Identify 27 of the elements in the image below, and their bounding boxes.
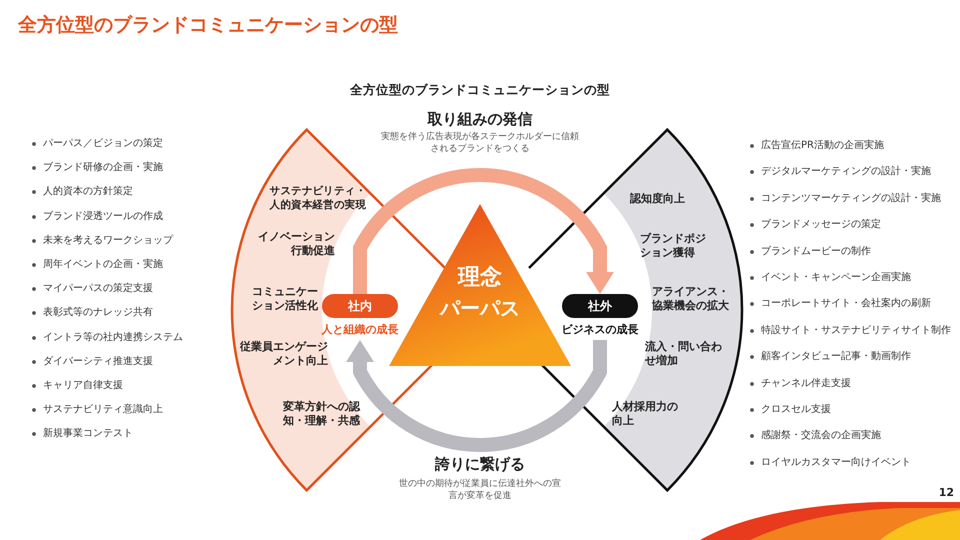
curved-arrow <box>353 168 614 294</box>
sector-label: 従業員エンゲージメント向上 <box>240 340 328 368</box>
list-item: 未来を考えるワークショップ <box>30 234 173 248</box>
sector-label: コミュニケーション活性化 <box>252 285 318 313</box>
caption-text: 人と組織の成長 <box>322 322 398 337</box>
sector-label: ブランドポジション獲得 <box>640 232 706 260</box>
page-title: 全方位型のブランドコミュニケーションの型 <box>18 13 398 38</box>
caption-text: ビジネスの成長 <box>562 322 638 337</box>
sector-label: 流入・問い合わせ増加 <box>645 340 722 368</box>
sector-label: 認知度向上 <box>630 192 686 206</box>
subheading-text: 全方位型のブランドコミュニケーションの型 <box>349 82 611 99</box>
sector-label: イノベーション行動促進 <box>258 230 335 258</box>
category-badge: 社内 <box>322 294 398 318</box>
edge-label: 誇りに繋げる <box>434 455 526 474</box>
sector-label: アライアンス・協業機会の拡大 <box>652 285 730 313</box>
category-badge: 社外 <box>562 294 638 318</box>
description-text: 実態を伴う広告表現が各ステークホルダーに信頼されるブランドをつくる <box>380 131 580 155</box>
sector-label: サステナビリティ・人的資本経営の実現 <box>268 184 366 212</box>
list-item: ロイヤルカスタマー向けイベント <box>748 456 911 470</box>
edge-label: 取り組みの発信 <box>426 110 534 129</box>
sector-label: 人材採用力の向上 <box>612 400 678 428</box>
description-text: 世の中の期待が従業員に伝達社外への宣言が変革を促進 <box>398 478 562 502</box>
page-number: 12 <box>938 486 954 499</box>
triangle-heading: 理念 <box>456 265 503 291</box>
list-item: パーパス／ビジョンの策定 <box>30 137 163 151</box>
sector-label: 変革方針への認知・理解・共感 <box>282 400 360 428</box>
triangle-heading: パーパス <box>438 295 521 321</box>
